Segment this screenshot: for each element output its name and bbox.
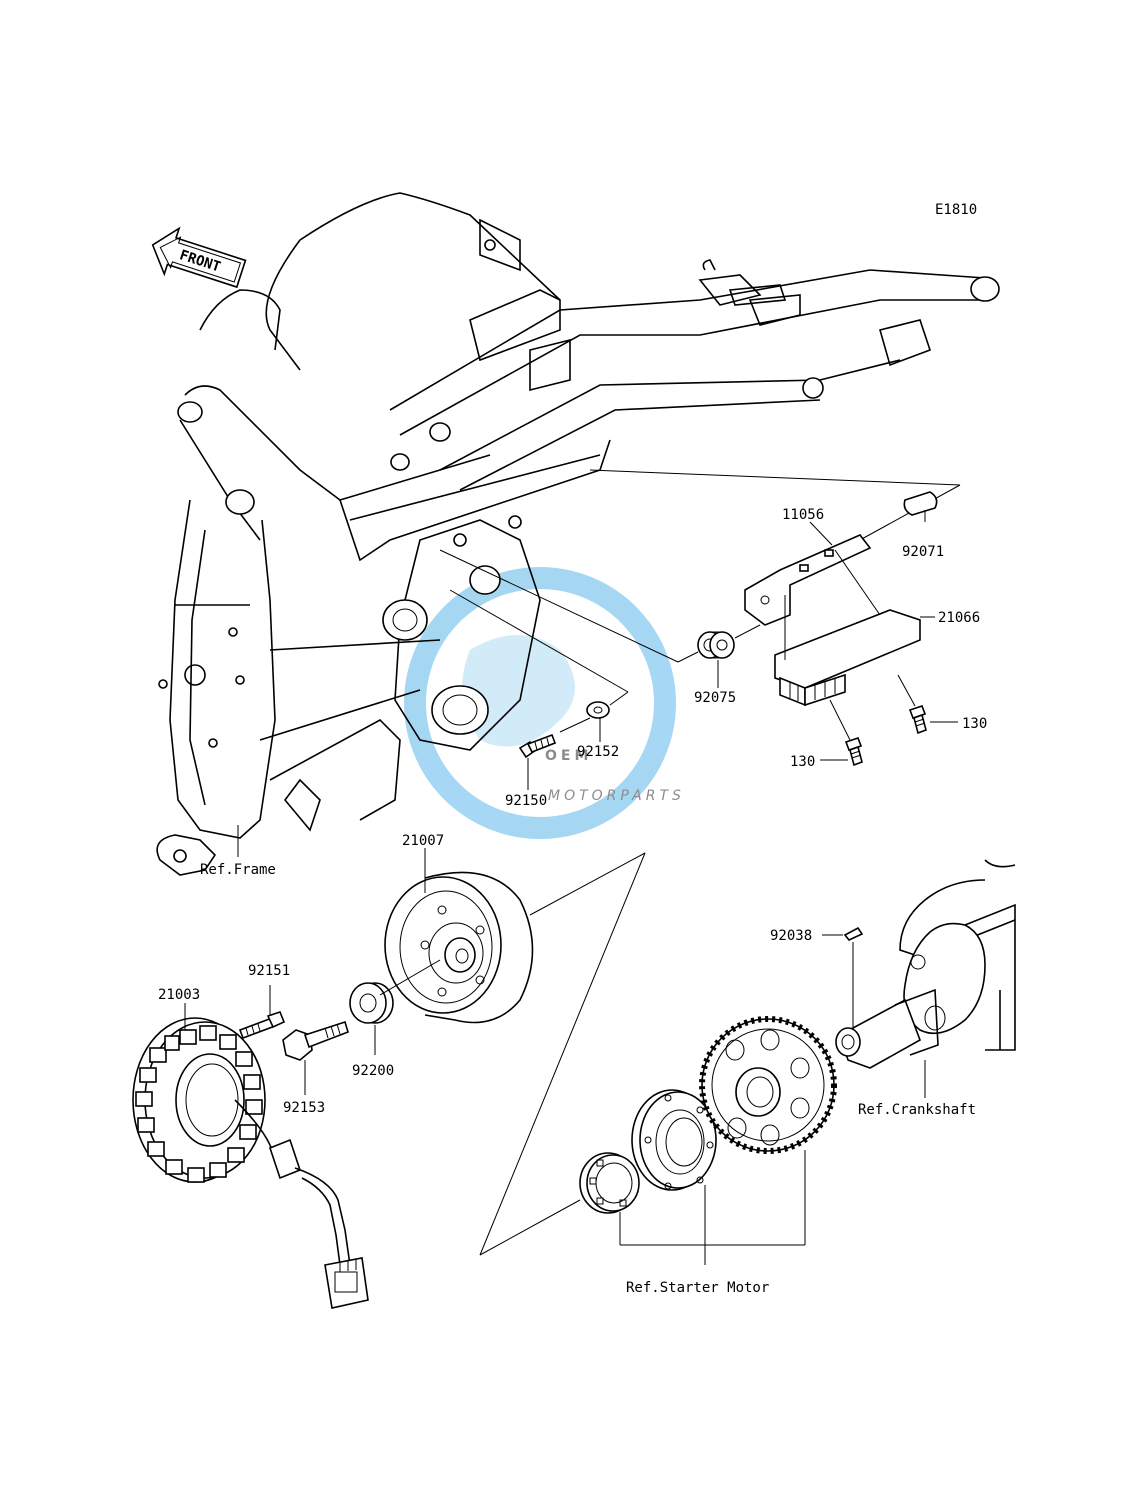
bracket-11056 xyxy=(744,534,872,626)
part-21066-label: 21066 xyxy=(938,610,980,626)
part-92200-label: 92200 xyxy=(352,1063,394,1079)
stator-21003 xyxy=(132,1017,369,1309)
starter-clutch-housing xyxy=(631,1089,717,1191)
watermark-globe-land xyxy=(462,635,575,747)
part-92075-label: 92075 xyxy=(694,690,736,706)
bolt-92153 xyxy=(282,1020,349,1061)
starter-motor-guide-lines xyxy=(479,852,646,1256)
regulator-21066 xyxy=(774,609,921,689)
part-130-right-label: 130 xyxy=(962,716,987,732)
part-92151-label: 92151 xyxy=(248,963,290,979)
front-direction-arrow: FRONT xyxy=(151,226,247,289)
watermark-subtitle: MOTORPARTS xyxy=(548,788,685,804)
washer-92152 xyxy=(586,701,610,719)
starter-one-way-clutch xyxy=(579,1152,640,1214)
part-21003-label: 21003 xyxy=(158,987,200,1003)
diagram-code: E1810 xyxy=(935,202,977,218)
key-92038 xyxy=(843,926,864,941)
ref-frame-label: Ref.Frame xyxy=(200,862,276,878)
watermark-globe-ring xyxy=(404,567,676,839)
part-92152-label: 92152 xyxy=(577,744,619,760)
starter-driven-gear xyxy=(699,1016,837,1154)
bolt-92150 xyxy=(518,733,557,759)
part-92038-label: 92038 xyxy=(770,928,812,944)
oem-motorparts-watermark: OEM MOTORPARTS xyxy=(404,567,685,839)
part-92071-label: 92071 xyxy=(902,544,944,560)
bolt-130-right xyxy=(908,704,927,735)
bolt-92151 xyxy=(238,1011,286,1040)
part-11056-label: 11056 xyxy=(782,507,824,523)
ref-crankshaft-label: Ref.Crankshaft xyxy=(858,1102,976,1118)
part-92150-label: 92150 xyxy=(505,793,547,809)
part-21007-label: 21007 xyxy=(402,833,444,849)
rotor-21007 xyxy=(384,871,534,1024)
part-92153-label: 92153 xyxy=(283,1100,325,1116)
collar-92200 xyxy=(349,982,394,1024)
watermark-brand: OEM xyxy=(545,748,592,764)
ref-starter-motor-label: Ref.Starter Motor xyxy=(626,1280,769,1296)
motorcycle-frame-drawing xyxy=(156,192,1000,876)
bolt-130-lower xyxy=(844,736,863,767)
guide-line-upper xyxy=(589,469,961,486)
part-130-lower-label: 130 xyxy=(790,754,815,770)
crankshaft-drawing xyxy=(835,859,1016,1069)
grommet-92071 xyxy=(903,491,938,516)
regulator-assembly xyxy=(439,469,961,790)
